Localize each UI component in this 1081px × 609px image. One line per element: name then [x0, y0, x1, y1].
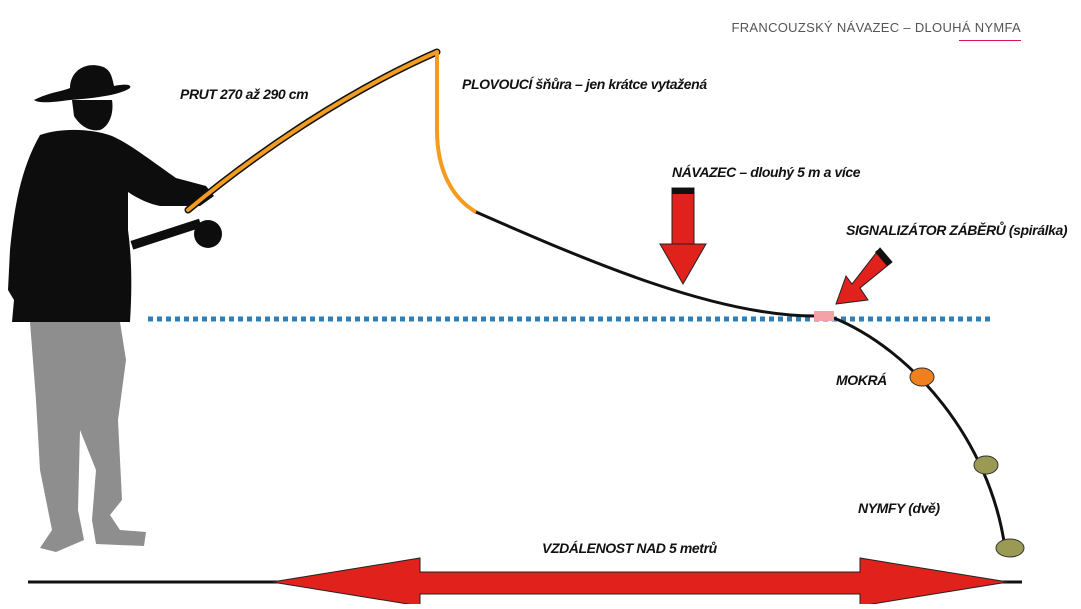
- angler-silhouette: [8, 65, 222, 322]
- leader-label: NÁVAZEC – dlouhý 5 m a více: [672, 164, 861, 180]
- strike-indicator: [814, 311, 834, 321]
- distance-label: VZDÁLENOST NAD 5 metrů: [542, 540, 717, 556]
- nymph-upper: [973, 455, 999, 475]
- wet-fly-label: MOKRÁ: [836, 372, 887, 388]
- page-header: FRANCOUZSKÝ NÁVAZEC – DLOUHÁ NYMFA: [731, 20, 1021, 35]
- nymph-line: [833, 316, 1007, 549]
- fly-line: [435, 50, 478, 214]
- indicator-arrow: [835, 247, 893, 305]
- leader-line: [475, 210, 821, 318]
- nymphs-label: NYMFY (dvě): [858, 500, 940, 516]
- fishing-rod: [184, 48, 441, 214]
- indicator-label: SIGNALIZÁTOR ZÁBĚRŮ (spirálka): [846, 222, 1068, 238]
- nymph-lower: [995, 538, 1025, 558]
- leader-arrow: [659, 187, 707, 286]
- line-label: PLOVOUCÍ šňůra – jen krátce vytažená: [462, 76, 707, 92]
- wet-fly: [909, 367, 935, 387]
- angler-reflection: [30, 322, 146, 552]
- header-underline: [959, 40, 1021, 41]
- rod-label: PRUT 270 až 290 cm: [180, 86, 309, 102]
- distance-arrow: [271, 557, 1009, 607]
